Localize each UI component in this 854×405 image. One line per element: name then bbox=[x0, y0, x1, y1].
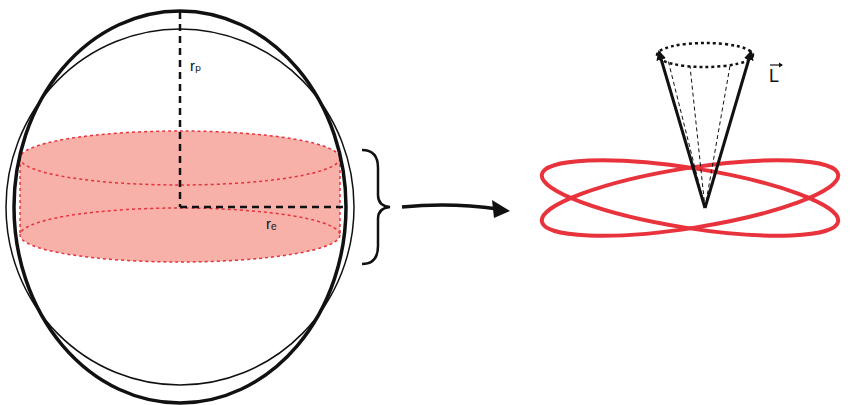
reference-sphere bbox=[6, 29, 354, 385]
arrow-head bbox=[492, 200, 510, 218]
vector-arrow-head bbox=[779, 63, 783, 68]
spheroid-outline bbox=[14, 11, 346, 403]
equatorial-radius bbox=[180, 206, 344, 209]
precession-cone bbox=[657, 43, 753, 208]
polar-radius bbox=[179, 12, 182, 207]
transition-arrow bbox=[402, 205, 498, 209]
vector-label: L bbox=[769, 67, 779, 85]
radius-label: rₑ bbox=[266, 216, 277, 231]
brace bbox=[362, 150, 390, 264]
radius-label: rₚ bbox=[190, 58, 201, 73]
